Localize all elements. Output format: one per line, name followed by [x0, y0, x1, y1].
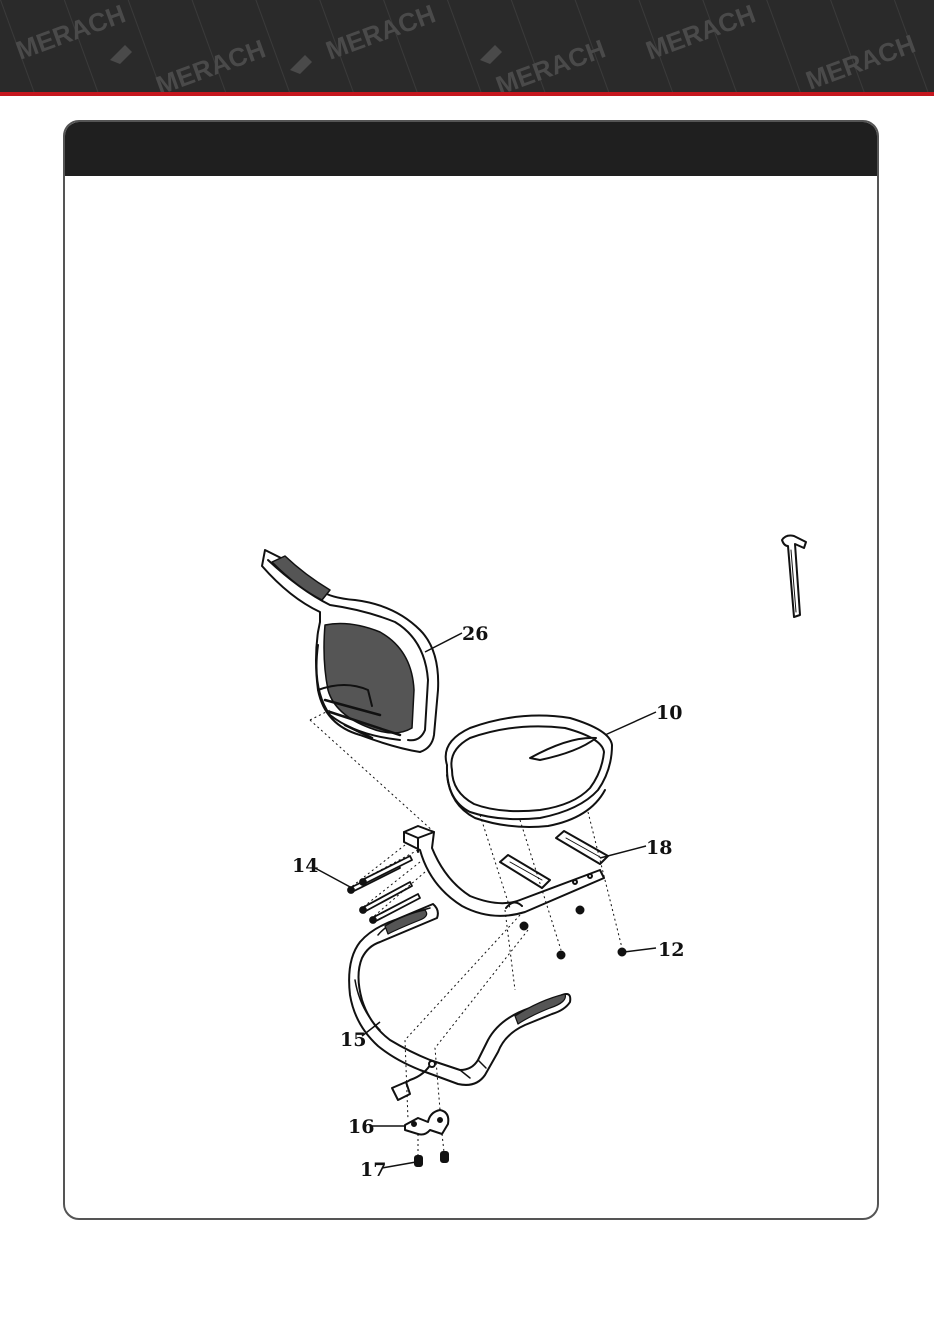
callout-16: 16	[348, 1116, 374, 1138]
allen-key-icon	[782, 536, 806, 618]
callout-14: 14	[292, 855, 318, 877]
screws-17	[415, 1152, 448, 1166]
seat-cushion	[446, 716, 612, 827]
callout-15: 15	[340, 1029, 366, 1051]
callout-17: 17	[360, 1159, 386, 1181]
backrest	[262, 550, 438, 752]
callout-12: 12	[658, 939, 684, 961]
bracket-16	[405, 1110, 448, 1135]
callout-10: 10	[656, 702, 682, 724]
callout-18: 18	[646, 837, 672, 859]
screws-12	[521, 907, 626, 959]
handlebar	[349, 904, 570, 1085]
callout-26: 26	[462, 623, 488, 645]
